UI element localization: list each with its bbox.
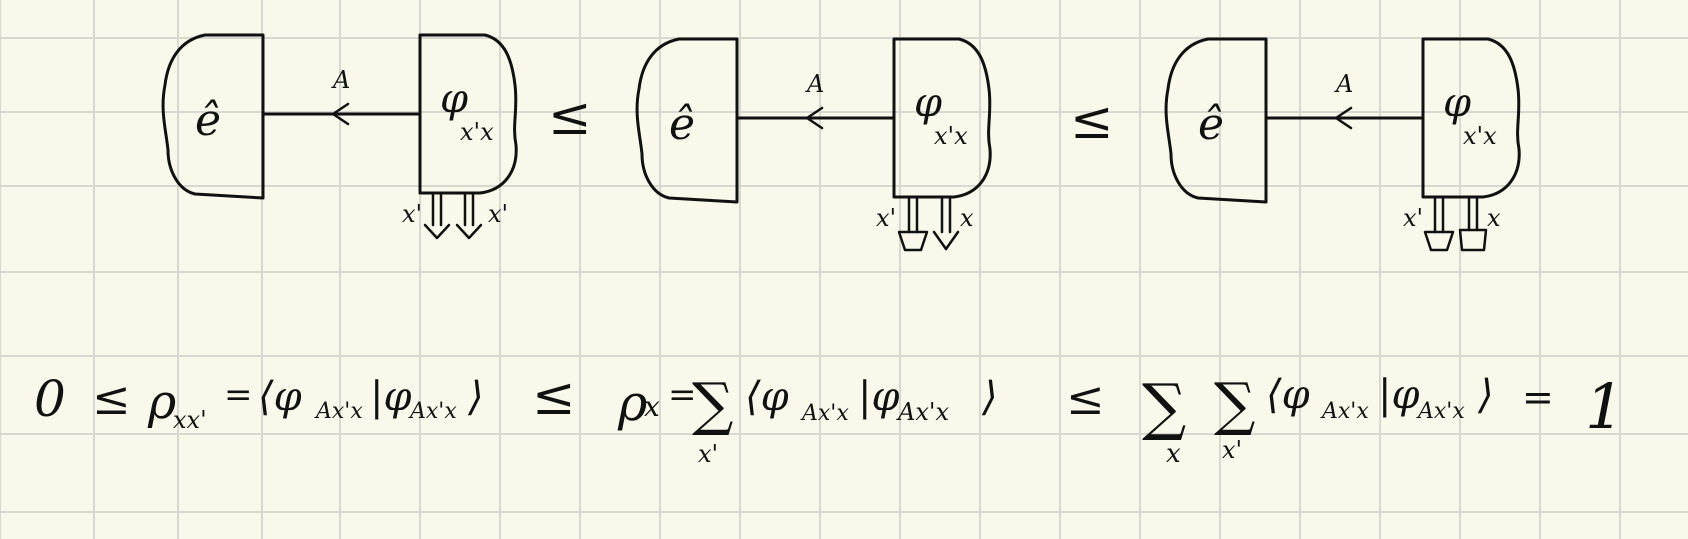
bracket-2-sub-a: Ax'x xyxy=(800,401,849,426)
state-box xyxy=(1421,37,1521,199)
sum-3: ∑ xyxy=(1214,370,1255,438)
output-label-right: x' xyxy=(488,200,508,228)
wire-label: A xyxy=(805,70,824,98)
wire-arrow xyxy=(1334,106,1353,130)
sum-1-index: x' xyxy=(698,440,718,468)
bracket-2-open: ⟨φ xyxy=(745,374,789,420)
bracket-1-mid: |φ xyxy=(370,374,411,420)
equation: 0 ≤ ρ xx' = ⟨φ Ax'x |φ Ax'x ⟩ ≤ ρ x = ∑ … xyxy=(34,367,1624,469)
rho-xx: ρ xyxy=(147,374,176,430)
bracket-3-mid: |φ xyxy=(1378,372,1419,418)
one: 1 xyxy=(1585,370,1624,443)
wire-label: A xyxy=(331,66,350,94)
bracket-3-open: ⟨φ xyxy=(1266,372,1310,418)
bracket-3-sub-a: Ax'x xyxy=(1320,399,1369,424)
output-label-left: x' xyxy=(1403,204,1423,232)
state-symbol: φ xyxy=(914,80,942,126)
state-subscript: x'x xyxy=(1463,122,1497,150)
relation-2: ≤ xyxy=(1070,91,1114,151)
state-box xyxy=(418,33,518,195)
equals-2: = xyxy=(668,375,697,415)
leq-2: ≤ xyxy=(532,367,576,427)
sum-3-index: x' xyxy=(1222,436,1242,464)
effect-label: ê xyxy=(195,95,221,146)
wire-arrow xyxy=(805,106,824,130)
equals-1: = xyxy=(224,375,253,415)
zero: 0 xyxy=(34,370,66,428)
leq-1: ≤ xyxy=(92,371,131,425)
bracket-2-close: ⟩ xyxy=(981,374,998,420)
diagram-2: ê A φ x'x x' x xyxy=(635,37,992,252)
output-label-right: x xyxy=(1487,204,1501,232)
rho-x: ρ xyxy=(617,374,648,432)
state-symbol: φ xyxy=(440,76,468,122)
bracket-1-sub-a: Ax'x xyxy=(314,399,363,424)
effect-box xyxy=(635,37,739,204)
bracket-3-close: ⟩ xyxy=(1477,372,1494,418)
diagram-3: ê A φ x'x x' x xyxy=(1164,37,1521,252)
output-label-left: x' xyxy=(876,204,896,232)
rho-x-subscript: x xyxy=(644,390,660,423)
effect-label: ê xyxy=(669,99,695,150)
bracket-1-open: ⟨φ xyxy=(258,374,302,420)
state-box xyxy=(892,37,992,199)
output-wires xyxy=(423,191,483,240)
bracket-1-close: ⟩ xyxy=(467,374,484,420)
output-label-left: x' xyxy=(402,200,422,228)
sum-1: ∑ xyxy=(692,370,733,438)
sum-2: ∑ xyxy=(1142,370,1186,443)
effect-box xyxy=(161,33,265,200)
leq-3: ≤ xyxy=(1066,371,1105,425)
bracket-1-sub-b: Ax'x xyxy=(408,399,457,424)
rho-xx-subscript: xx' xyxy=(173,406,207,434)
output-wires xyxy=(1423,195,1488,252)
effect-box xyxy=(1164,37,1268,204)
equals-3: = xyxy=(1522,375,1554,419)
diagram-1: ê A φ x'x x' x' xyxy=(161,33,518,240)
wire-label: A xyxy=(1334,70,1353,98)
state-symbol: φ xyxy=(1443,80,1471,126)
bracket-3-sub-b: Ax'x xyxy=(1416,399,1465,424)
sum-2-index: x xyxy=(1166,439,1181,469)
effect-label: ê xyxy=(1198,99,1224,150)
bracket-2-mid: |φ xyxy=(858,374,899,420)
output-label-right: x xyxy=(960,204,974,232)
state-subscript: x'x xyxy=(934,122,968,150)
wire-arrow xyxy=(331,102,350,126)
state-subscript: x'x xyxy=(460,118,494,146)
output-wires xyxy=(897,195,960,252)
bracket-2-sub-b: Ax'x xyxy=(896,398,949,426)
relation-1: ≤ xyxy=(548,87,592,147)
